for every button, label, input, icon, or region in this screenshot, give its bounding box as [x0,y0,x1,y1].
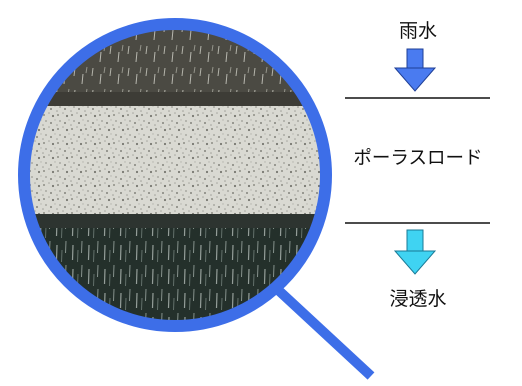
rainwater-label: 雨水 [398,20,438,42]
lens-rim [18,18,332,332]
road-bottom-edge [24,214,326,230]
porous-road-label: ポーラスロード [353,148,483,169]
infiltrated-water-label: 浸透水 [389,288,447,310]
lens-handle [272,284,375,380]
road-top-edge [24,92,326,108]
arrow-down-icon [393,48,437,92]
magnifying-glass-icon [18,18,375,380]
arrow-down-icon [393,229,437,275]
porous-pavement-layer [24,106,326,219]
